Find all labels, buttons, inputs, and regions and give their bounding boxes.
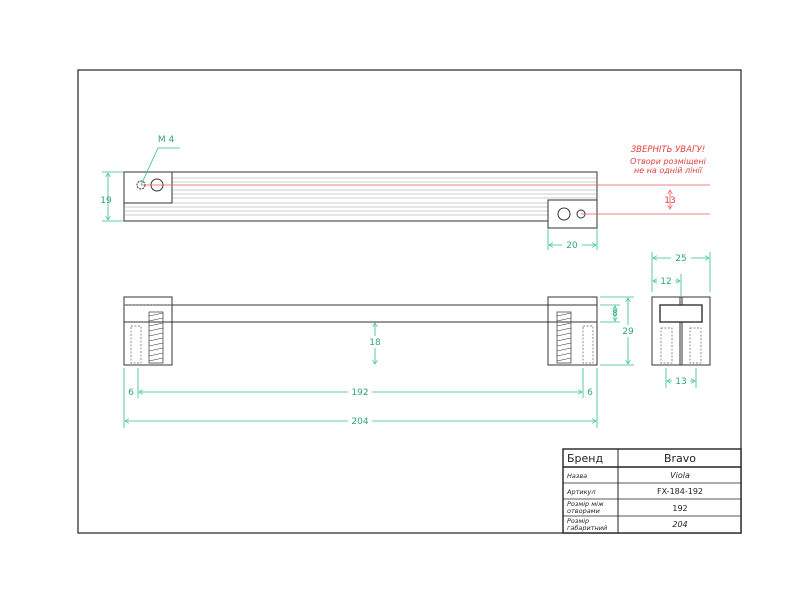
dim-clearance: 18 xyxy=(369,338,381,348)
dim-edge-right: 6 xyxy=(587,388,593,398)
hole-spacing-value: 192 xyxy=(672,504,687,513)
dim-bar-height: 8 xyxy=(612,309,618,319)
title-block: Бренд Bravo Назва Viola Артикул FX-184-1… xyxy=(562,448,742,534)
overall-size-label-2: габаритний xyxy=(567,524,607,532)
warning-line1: Отвори розміщені xyxy=(630,157,707,166)
name-label: Назва xyxy=(567,472,587,480)
thread-label: M 4 xyxy=(158,135,175,145)
sheet-border xyxy=(77,69,742,534)
dim-side-bottom: 13 xyxy=(675,377,686,387)
dim-edge-left: 6 xyxy=(128,388,134,398)
name-value: Viola xyxy=(670,471,690,480)
offset-dimension: 13 xyxy=(664,196,675,206)
hole-spacing-label-1: Розмір між xyxy=(567,500,604,508)
front-view: 18 192 6 6 204 8 29 xyxy=(123,296,637,428)
warning-title: ЗВЕРНІТЬ УВАГУ! xyxy=(631,145,706,155)
overall-size-value: 204 xyxy=(672,520,687,529)
top-view: 13 ЗВЕРНІТЬ УВАГУ! Отвори розміщені не н… xyxy=(100,135,710,251)
article-label: Артикул xyxy=(566,488,596,496)
side-view: 25 12 13 xyxy=(651,252,711,388)
overall-size-label-1: Розмір xyxy=(567,517,589,525)
hole-spacing-label-2: отворами xyxy=(567,507,600,515)
dim-side-width: 25 xyxy=(675,254,686,264)
brand-value: Bravo xyxy=(664,452,696,465)
article-value: FX-184-192 xyxy=(657,487,703,496)
dim-side-half: 12 xyxy=(660,277,671,287)
brand-label: Бренд xyxy=(567,452,603,465)
warning-line2: не на одній лінії xyxy=(634,166,704,175)
dim-total: 204 xyxy=(351,417,368,427)
dim-hole-spacing: 192 xyxy=(351,388,368,398)
dim-top-height: 19 xyxy=(100,196,112,206)
dim-total-height: 29 xyxy=(622,327,634,337)
dim-top-block: 20 xyxy=(566,241,578,251)
